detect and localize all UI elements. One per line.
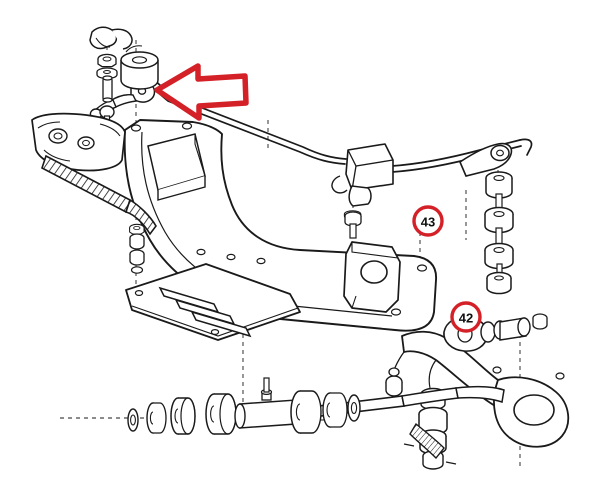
exploded-bushing-shaft-assembly: [127, 377, 361, 435]
small-bolt-top: [260, 377, 273, 401]
ring-2: [146, 402, 167, 434]
ring-3: [170, 397, 196, 435]
ring-6: [322, 392, 348, 428]
callout-43-label: 43: [421, 215, 435, 230]
drop-link-bushing-a: [485, 171, 513, 199]
tension-strut-bar: [41, 154, 157, 236]
ring-5: [290, 390, 322, 434]
drop-link-bushing-c: [484, 242, 514, 270]
callout-42: 42: [450, 301, 482, 333]
lower-control-arm: [389, 330, 570, 448]
upper-large-bushing: [120, 45, 159, 90]
ring-1: [127, 408, 139, 432]
stabilizer-drop-link: [459, 142, 514, 295]
center-shaft: [234, 399, 297, 429]
skid-plate-splash-shield: [125, 263, 301, 341]
left-body-mount-bracket: [31, 112, 126, 172]
stabilizer-bar-clamp-bracket: [331, 143, 394, 239]
strut-bushing-stack: [129, 223, 145, 274]
drop-link-end-nut: [486, 271, 512, 295]
callout-42-label: 42: [459, 311, 473, 326]
ring-7: [347, 394, 361, 422]
tie-rod-end-ball: [385, 367, 403, 397]
ring-4: [205, 393, 237, 435]
red-left-arrow: [154, 63, 249, 121]
callout-43: 43: [412, 205, 444, 237]
subframe-mounting-bracket: [343, 241, 401, 313]
